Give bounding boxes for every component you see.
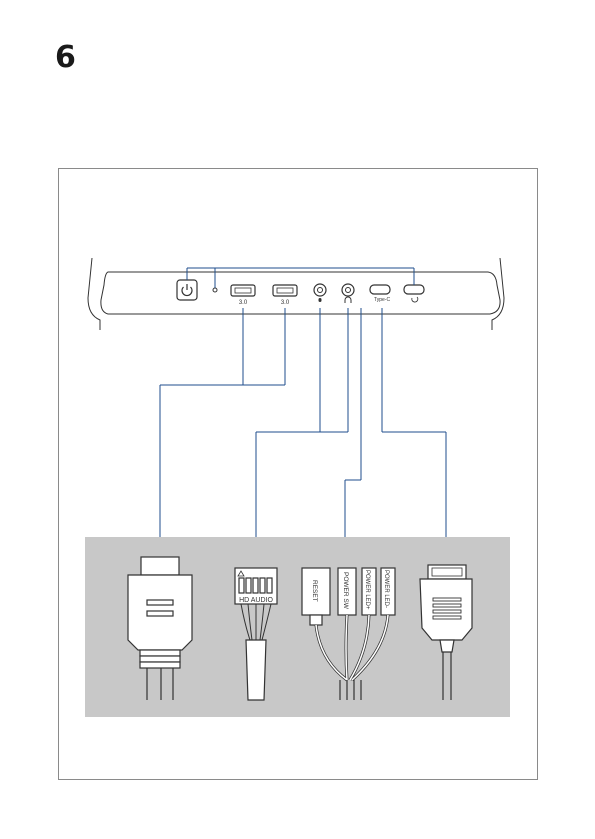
- typec-label: Type-C: [374, 297, 391, 303]
- power-button: [177, 280, 197, 300]
- mic-jack: [314, 284, 326, 296]
- usb-right-label: 3.0: [281, 300, 290, 306]
- usb-port-right: [273, 285, 297, 296]
- reset-label: RESET: [311, 580, 318, 602]
- headphone-jack: [342, 284, 354, 296]
- usb-left-label: 3.0: [239, 300, 248, 306]
- reset-button: [404, 285, 424, 294]
- hd-audio-label: HD AUDIO: [239, 597, 273, 604]
- microphone-icon: [319, 298, 322, 302]
- power-icon: [182, 284, 192, 296]
- reset-icon: [412, 297, 418, 302]
- case-front-panel: [88, 258, 504, 330]
- power-sw-label: POWER SW: [342, 572, 349, 610]
- power-led-minus-label: POWER LED-: [383, 570, 389, 608]
- usb-port-left: [231, 285, 255, 296]
- power-led-plus-label: POWER LED+: [364, 570, 370, 610]
- typec-port: [370, 285, 390, 294]
- power-led: [213, 288, 217, 292]
- headphones-icon: [345, 297, 351, 303]
- wires: [160, 308, 446, 568]
